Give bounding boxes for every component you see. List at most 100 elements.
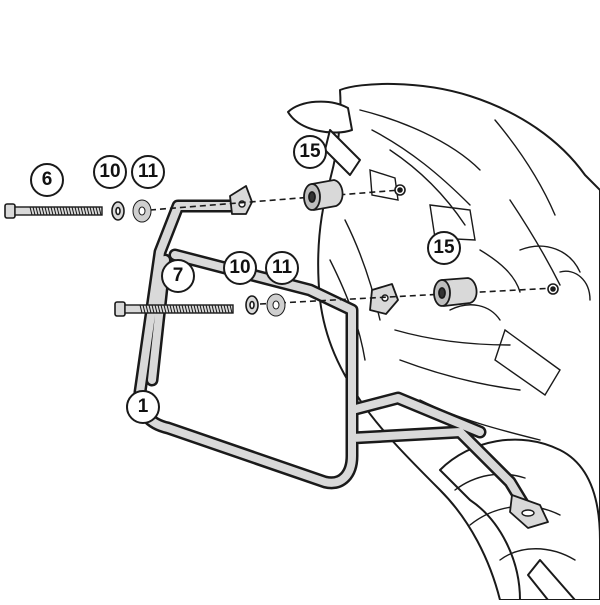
callout-6: 6 <box>30 163 64 197</box>
motorcycle-detail-lines <box>329 109 591 561</box>
detail-line <box>369 169 399 201</box>
thread-mark <box>178 304 182 314</box>
long-bolt-lower <box>114 301 234 317</box>
mount-point-lower-core <box>550 286 556 292</box>
detail-line <box>449 304 501 321</box>
thread-mark <box>98 206 102 216</box>
thread-mark <box>145 304 149 314</box>
upper-mount-plate <box>229 185 253 215</box>
washer-hole <box>272 300 280 310</box>
callout-15-lower: 15 <box>427 231 461 265</box>
detail-line <box>389 149 466 226</box>
thread-mark <box>59 206 63 216</box>
thread-mark <box>62 206 66 216</box>
detail-line <box>359 109 481 171</box>
thread-mark <box>196 304 200 314</box>
thread-mark <box>181 304 185 314</box>
thread-mark <box>41 206 45 216</box>
thread-mark <box>56 206 60 216</box>
thread-mark <box>77 206 81 216</box>
assembly-axis-lines <box>149 189 556 305</box>
thread-mark <box>160 304 164 314</box>
thread-mark <box>83 206 87 216</box>
washer-lower <box>266 293 286 317</box>
upper-assembly-axis <box>149 189 401 211</box>
callout-11-lower: 11 <box>265 251 299 285</box>
thread-mark <box>214 304 218 314</box>
thread-mark <box>29 206 33 216</box>
thread-mark <box>35 206 39 216</box>
spacer-upper <box>303 179 344 211</box>
nut-upper <box>111 201 125 221</box>
detail-line <box>494 119 556 216</box>
thread-mark <box>50 206 54 216</box>
thread-mark <box>89 206 93 216</box>
thread-mark <box>208 304 212 314</box>
thread-mark <box>95 206 99 216</box>
thread-mark <box>38 206 42 216</box>
thread-mark <box>68 206 72 216</box>
washer-upper <box>132 199 152 223</box>
thread-mark <box>226 304 230 314</box>
thread-mark <box>74 206 78 216</box>
thread-mark <box>229 304 233 314</box>
frame-holes <box>238 200 535 517</box>
thread-mark <box>163 304 167 314</box>
callout-1: 1 <box>126 390 160 424</box>
side-frame-tube-fill <box>135 202 534 519</box>
detail-line <box>429 204 476 241</box>
detail-line <box>559 270 591 301</box>
detail-line <box>399 359 521 391</box>
thread-mark <box>32 206 36 216</box>
thread-mark <box>139 304 143 314</box>
thread-mark <box>53 206 57 216</box>
thread-mark <box>175 304 179 314</box>
washer-hole <box>138 206 146 216</box>
detail-line <box>519 245 581 273</box>
thread-mark <box>223 304 227 314</box>
thread-mark <box>92 206 96 216</box>
callout-15-upper: 15 <box>293 135 327 169</box>
nut-lower <box>245 295 259 315</box>
thread-mark <box>184 304 188 314</box>
detail-line <box>371 129 471 206</box>
detail-line <box>509 199 561 286</box>
thread-mark <box>187 304 191 314</box>
spacer-bore <box>308 191 316 203</box>
callout-11-upper: 11 <box>131 155 165 189</box>
detail-line <box>479 249 521 293</box>
tail-upper-bracket <box>324 129 361 176</box>
thread-mark <box>217 304 221 314</box>
thread-mark <box>151 304 155 314</box>
detail-line <box>394 329 511 346</box>
tail-light-fin <box>287 100 353 134</box>
thread-mark <box>71 206 75 216</box>
bolt-head <box>4 203 16 219</box>
bolt-head <box>114 301 126 317</box>
bike-mount-points <box>394 184 559 295</box>
side-frame <box>133 199 537 522</box>
detail-line <box>494 328 561 397</box>
thread-mark <box>44 206 48 216</box>
bolt-thread-lower <box>139 304 233 314</box>
thread-mark <box>220 304 224 314</box>
motorcycle-rear <box>287 82 600 601</box>
thread-mark <box>86 206 90 216</box>
detail-line <box>499 548 576 561</box>
thread-mark <box>154 304 158 314</box>
callout-10-lower: 10 <box>223 251 257 285</box>
spacer-lower <box>433 277 478 307</box>
thread-mark <box>211 304 215 314</box>
thread-mark <box>205 304 209 314</box>
long-bolt-upper <box>4 203 103 219</box>
thread-mark <box>190 304 194 314</box>
mount-point-upper-core <box>397 187 403 193</box>
thread-mark <box>202 304 206 314</box>
detail-line <box>454 473 526 491</box>
spacer-bore <box>438 287 446 299</box>
thread-mark <box>148 304 152 314</box>
nut-hole <box>249 300 255 310</box>
thread-mark <box>193 304 197 314</box>
